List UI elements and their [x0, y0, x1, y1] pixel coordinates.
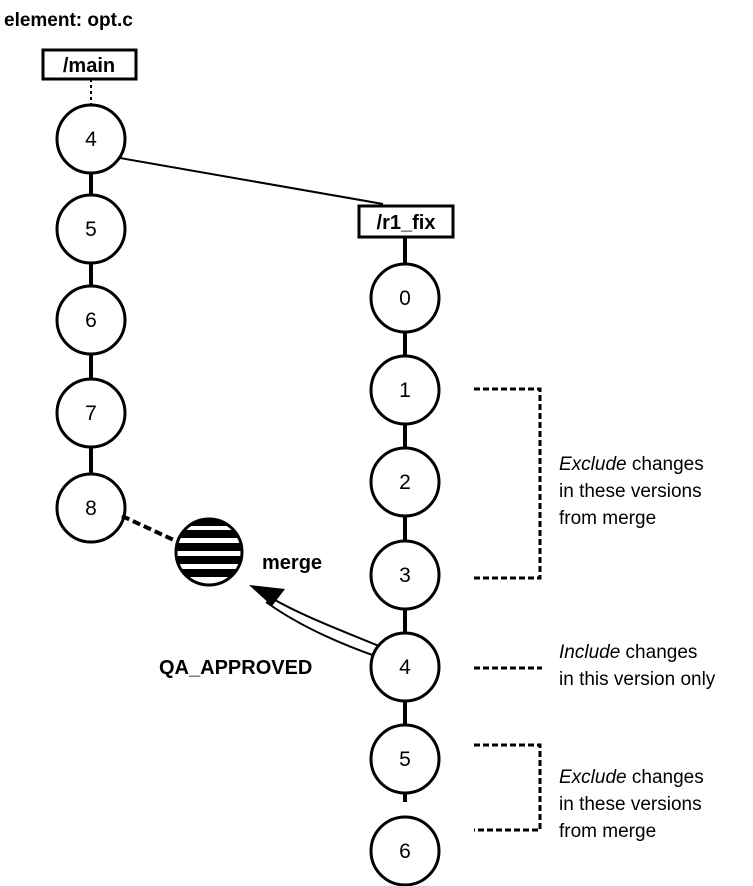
main-version-node[interactable]: 8: [55, 472, 127, 544]
note-emphasis: Include: [559, 642, 620, 663]
merge-node[interactable]: [170, 517, 250, 587]
main-version-label: 8: [85, 497, 97, 520]
exclude-note-lower: Exclude changes in these versions from m…: [559, 767, 709, 842]
main-branch-box[interactable]: [41, 48, 138, 81]
main-version-label: 5: [85, 218, 97, 241]
element-label: element: opt.c: [4, 10, 133, 31]
include-note: Include changes in this version only: [559, 642, 716, 690]
r1-fix-version-node[interactable]: 2: [369, 446, 441, 518]
main-version-node[interactable]: 7: [55, 377, 127, 449]
r1-fix-version-node[interactable]: 5: [369, 723, 441, 795]
branch-connector: [119, 157, 384, 205]
main-version-label: 6: [85, 309, 97, 332]
merge-label: merge: [262, 552, 322, 574]
r1-fix-version-node[interactable]: 6: [369, 815, 441, 886]
r1-fix-version-label: 6: [399, 840, 411, 863]
r1-fix-version-node[interactable]: 4: [369, 631, 441, 703]
r1-fix-version-node[interactable]: 3: [369, 539, 441, 611]
r1-fix-branch-label: /r1_fix: [377, 212, 436, 234]
r1-fix-branch-box[interactable]: [357, 204, 455, 239]
note-line: in this version only: [559, 669, 716, 690]
exclude-note-upper: Exclude changes in these versions from m…: [559, 454, 709, 529]
main-branch-label: /main: [63, 55, 115, 77]
r1-fix-version-label: 0: [399, 287, 411, 310]
note-emphasis: Exclude: [559, 767, 627, 788]
merge-target-connector: [121, 514, 179, 544]
r1-fix-version-node[interactable]: 1: [369, 354, 441, 426]
note-emphasis: Exclude: [559, 454, 627, 475]
main-version-label: 4: [85, 128, 97, 151]
main-version-label: 7: [85, 402, 97, 425]
note-line: in these versions: [559, 794, 702, 815]
note-first-line-rest: changes: [620, 642, 697, 663]
main-version-node[interactable]: 5: [55, 193, 127, 265]
merge-arrow: [249, 585, 385, 658]
note-first-line-rest: changes: [627, 767, 704, 788]
note-line: from merge: [559, 508, 656, 529]
r1-fix-version-label: 4: [399, 656, 411, 679]
r1-fix-version-node[interactable]: 0: [369, 262, 441, 334]
r1-fix-version-label: 2: [399, 471, 411, 494]
qa-approved-label: QA_APPROVED: [159, 657, 312, 679]
exclude-bracket-lower: [474, 743, 542, 832]
exclude-bracket-upper: [474, 387, 542, 580]
note-line: from merge: [559, 821, 656, 842]
r1-fix-version-label: 3: [399, 564, 411, 587]
r1-fix-version-label: 1: [399, 379, 411, 402]
r1-fix-version-label: 5: [399, 748, 411, 771]
main-version-node[interactable]: 4: [55, 103, 127, 175]
main-version-node[interactable]: 6: [55, 284, 127, 356]
note-first-line-rest: changes: [627, 454, 704, 475]
note-line: in these versions: [559, 481, 702, 502]
